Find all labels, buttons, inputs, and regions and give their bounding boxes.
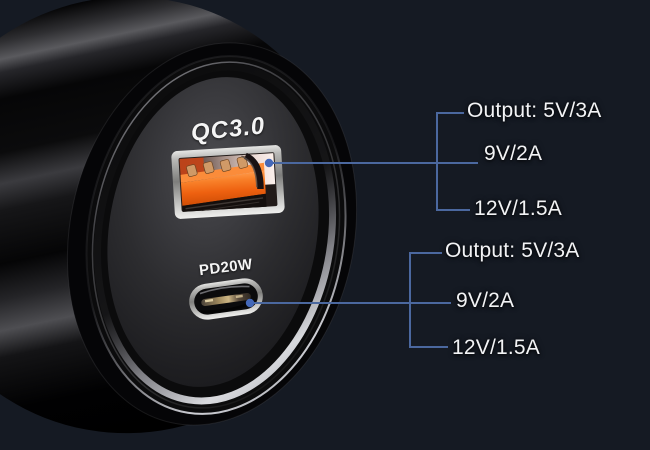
- usb-a-anchor-dot: [264, 158, 274, 168]
- usb-c-output-spec-2: 9V/2A: [456, 289, 515, 312]
- usb-a-rib: [185, 197, 264, 210]
- rim-topleft-arc: [91, 61, 341, 409]
- usb-a-output-spec-3: 12V/1.5A: [474, 197, 562, 220]
- usb-a-port: [171, 145, 285, 219]
- usb-a-output-title: Output: 5V/3A: [467, 99, 602, 122]
- usb-c-anchor-dot: [245, 298, 255, 308]
- usb-a-rib-2: [201, 201, 260, 212]
- usb-a-contact-pins: [186, 156, 249, 177]
- usb-a-bracket: [436, 112, 470, 211]
- usb-c-output-spec-3: 12V/1.5A: [452, 336, 540, 359]
- usb-c-output-title: Output: 5V/3A: [445, 239, 580, 262]
- usb-a-curve-highlight: [241, 155, 258, 188]
- usb-c-bracket: [409, 252, 448, 348]
- usb-a-dark-curve: [243, 152, 264, 190]
- usb-c-port: [189, 278, 263, 320]
- rim-highlight-arc: [93, 63, 337, 405]
- usb-c-contact-glint-2: [235, 294, 243, 299]
- usb-c-top-glint: [199, 285, 250, 295]
- usb-a-output-spec-2: 9V/2A: [484, 142, 543, 165]
- usb-c-contact-glint: [204, 298, 214, 303]
- usb-a-callout-lines: [264, 112, 478, 211]
- usb-a-tongue-front: [180, 170, 266, 206]
- usb-c-callout-lines: [245, 252, 451, 348]
